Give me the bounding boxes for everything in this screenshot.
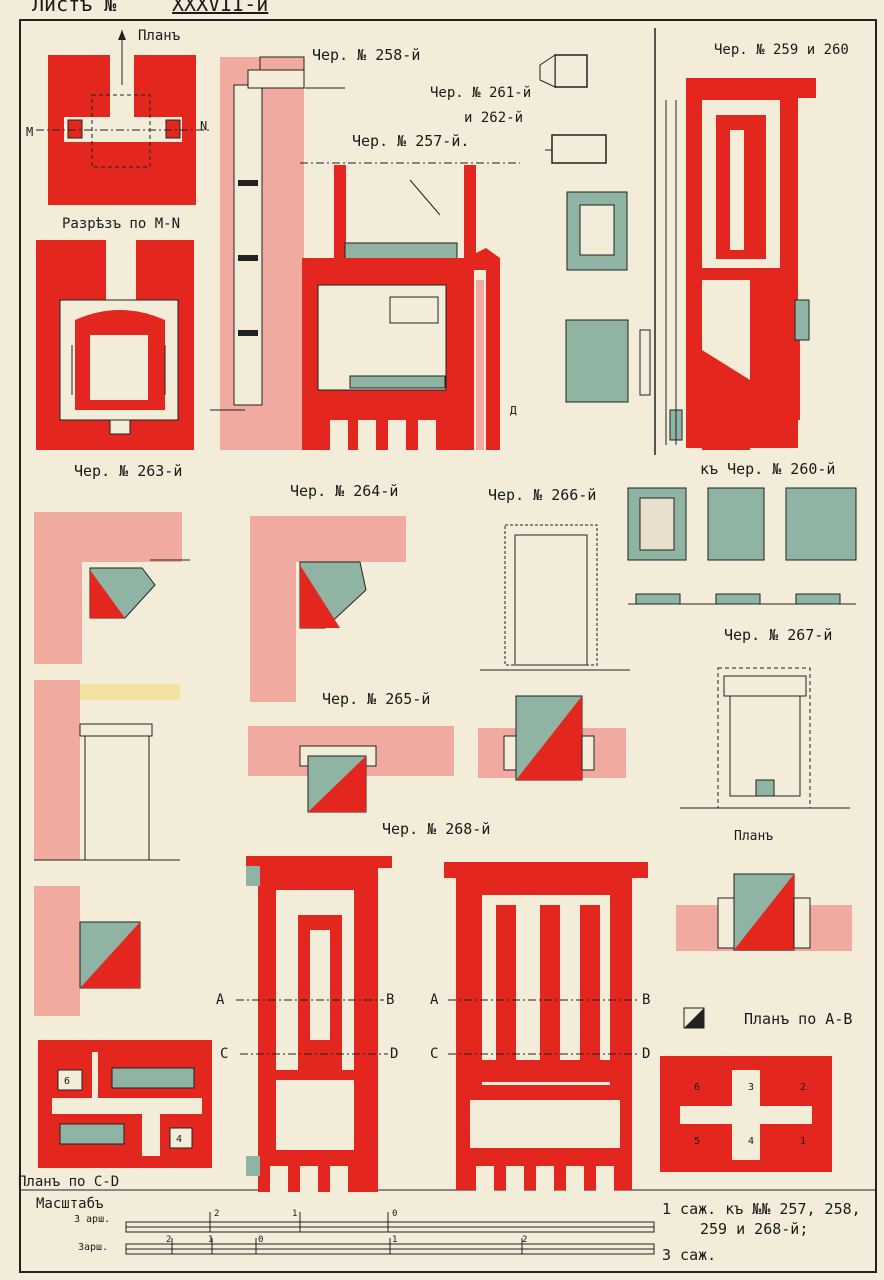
stove-259-260: [665, 78, 816, 450]
num-5-right: 5: [694, 1136, 700, 1147]
label-plan-right: Планъ: [734, 829, 773, 844]
plan-c-d: [38, 1040, 212, 1168]
label-267: Чер. № 267-й: [724, 626, 832, 644]
label-plan-cd: Планъ по C-D: [18, 1174, 119, 1190]
label-arsh-3b: 3арш.: [78, 1242, 108, 1253]
label-plan-top: Планъ: [138, 28, 180, 44]
labels: Листъ № XXXVII-й Планъ M N Разрѣзъ по M-…: [18, 0, 861, 1264]
label-section-mn: Разрѣзъ по M-N: [62, 216, 180, 232]
label-to-260: къ Чер. № 260-й: [700, 460, 835, 478]
section-m-n: [36, 240, 194, 450]
scale-bars: [125, 1212, 655, 1255]
label-d-left: D: [390, 1046, 398, 1062]
stove-mid-right: [478, 695, 626, 781]
num-3-right: 3: [748, 1082, 754, 1093]
label-b-left: В: [386, 992, 394, 1008]
stove-268-left: [246, 856, 392, 1192]
details-261-262: [539, 54, 651, 403]
stove-left-mid: [34, 680, 180, 861]
tick-2-top: 2: [214, 1209, 219, 1219]
stove-266: [480, 524, 630, 671]
label-scale: Масштабъ: [36, 1196, 103, 1212]
label-arsh-3a: 3 арш.: [74, 1214, 110, 1225]
tick-0-top: 0: [392, 1209, 397, 1219]
label-264: Чер. № 264-й: [290, 482, 398, 500]
label-258: Чер. № 258-й: [312, 46, 420, 64]
label-d2: Д: [510, 404, 517, 417]
sheet-title: Листъ №: [32, 0, 117, 16]
label-n: N: [200, 119, 207, 133]
tick-1-bottom: 1: [208, 1235, 213, 1245]
chimney-258: [210, 56, 345, 450]
grilles-to-260: [627, 487, 857, 605]
label-257: Чер. № 257-й.: [352, 132, 469, 150]
label-262: и 262-й: [464, 110, 523, 126]
label-261: Чер. № 261-й: [430, 85, 531, 101]
tick-1-top: 1: [292, 1209, 297, 1219]
num-2-right: 2: [800, 1082, 806, 1093]
tick-0-bottom: 0: [258, 1235, 263, 1245]
tick-2-bottom: 2: [166, 1235, 171, 1245]
tick-2-sazh: 2: [522, 1235, 527, 1245]
plan-top-left: [36, 30, 210, 205]
num-6-right: 6: [694, 1082, 700, 1093]
tick-1-sazh: 1: [392, 1235, 397, 1245]
plan-right: [676, 873, 852, 951]
sheet-frame: [19, 19, 877, 1273]
stove-268-right: [444, 862, 648, 1192]
stove-265: [248, 726, 454, 813]
label-sazh-1b: 259 и 268-й;: [700, 1220, 808, 1238]
corner-stove-263: [34, 512, 190, 664]
corner-stove-264: [250, 516, 406, 702]
num-4-left: 4: [176, 1134, 182, 1145]
label-265: Чер. № 265-й: [322, 690, 430, 708]
num-4-right: 4: [748, 1136, 754, 1147]
label-266: Чер. № 266-й: [488, 486, 596, 504]
label-263: Чер. № 263-й: [74, 462, 182, 480]
stove-267: [680, 667, 850, 809]
label-a-left: А: [216, 992, 225, 1008]
label-268: Чер. № 268-й: [382, 820, 490, 838]
stove-257: [300, 162, 520, 450]
sheet-number: XXXVII-й: [172, 0, 268, 16]
num-1-right: 1: [800, 1136, 806, 1147]
label-d-right: D: [642, 1046, 650, 1062]
label-sazh-1: 1 саж. къ №№ 257, 258,: [662, 1200, 861, 1218]
label-c-right: С: [430, 1046, 438, 1062]
section-lines: [236, 999, 640, 1055]
label-a-right: А: [430, 992, 439, 1008]
num-6-left: 6: [64, 1076, 70, 1087]
label-259: Чер. № 259 и 260: [714, 42, 849, 58]
label-c-left: С: [220, 1046, 228, 1062]
plan-a-b: [660, 1007, 832, 1172]
label-plan-ab: Планъ по А-В: [744, 1010, 852, 1028]
label-m: M: [26, 125, 33, 139]
label-sazh-3: 3 саж.: [662, 1246, 716, 1264]
stove-left-lower: [34, 886, 141, 1016]
label-b-right: В: [642, 992, 650, 1008]
